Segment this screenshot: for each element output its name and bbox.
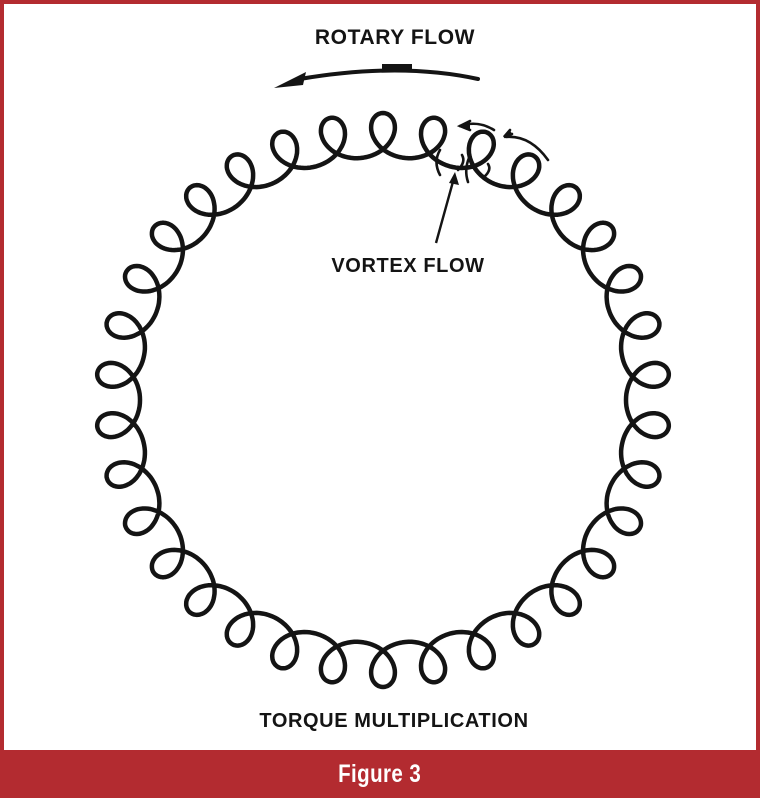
figure-caption-bar: Figure 3 <box>0 750 760 798</box>
vortex-flow-pointer-arrow <box>434 172 459 244</box>
figure-label: Figure 3 <box>338 759 422 788</box>
vortex-ring <box>94 110 672 690</box>
rotary-flow-label: ROTARY FLOW <box>315 26 475 49</box>
torque-multiplication-caption: TORQUE MULTIPLICATION <box>259 710 528 732</box>
vortex-flow-arrows <box>435 119 550 184</box>
vortex-flow-label: VORTEX FLOW <box>331 255 484 277</box>
rotary-flow-arrow <box>274 64 480 88</box>
torque-multiplication-diagram: ROTARY FLOW VORTEX FLOW TORQUE MULTIPLIC… <box>94 26 672 732</box>
